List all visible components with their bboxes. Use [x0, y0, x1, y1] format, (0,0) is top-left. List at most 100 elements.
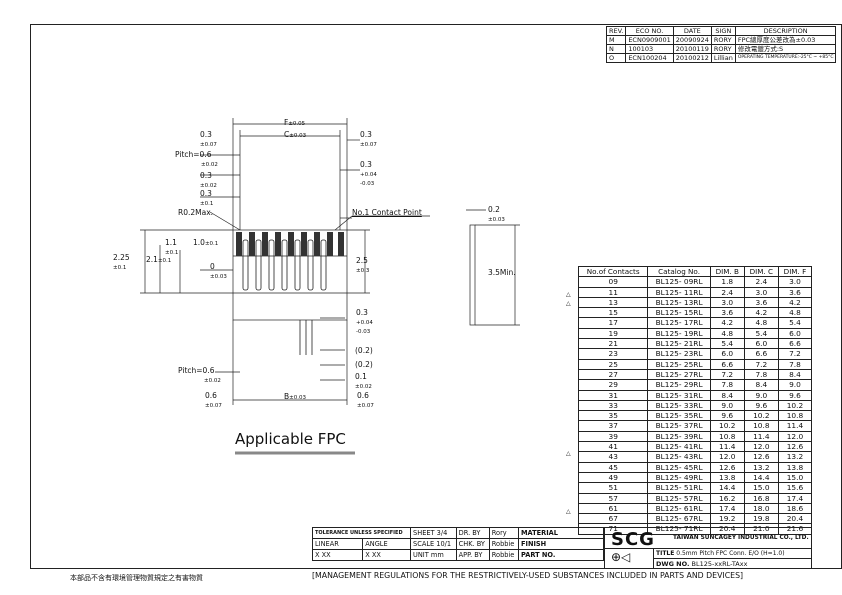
dim-table-cell: 12.6 [777, 441, 813, 453]
dim-table-cell: 9.6 [743, 399, 779, 412]
dim-table-cell: 15.0 [743, 482, 779, 494]
dim-table-cell: 4.2 [743, 307, 779, 319]
dim-03c: 0.3±0.1 [200, 189, 214, 207]
dim-table-cell: 14.4 [709, 482, 745, 494]
dim-table-cell: 33 [577, 399, 649, 412]
rev-cell: O [605, 53, 627, 63]
sign-header: SIGN [710, 26, 736, 36]
dim-table-cell: 9.0 [709, 399, 745, 412]
dim-table-cell: 8.4 [743, 379, 779, 391]
dim-table-cell: 7.2 [743, 358, 779, 370]
dim-table-cell: 10.8 [777, 410, 813, 422]
sign-cell: Lillian [710, 53, 736, 63]
date-cell: 20100212 [672, 53, 712, 63]
dim-table-cell: 15.0 [777, 471, 813, 484]
dim-table-cell: BL125- 19RL [647, 327, 711, 340]
scg-logo: SCG [611, 529, 655, 550]
dim-table-cell: 57 [577, 492, 649, 504]
dim-table-cell: 12.0 [709, 451, 745, 463]
dim-table-cell: 19.2 [709, 513, 745, 525]
app-value: Robbie [488, 549, 520, 561]
rev-cell: M [605, 35, 627, 45]
dim-table-cell: 7.2 [709, 368, 745, 381]
dim-table-cell: 29 [577, 379, 649, 391]
dim-table-cell: 4.2 [777, 296, 813, 309]
dim-table-cell: BL125- 51RL [647, 482, 711, 494]
dim-table-cell: 10.2 [743, 410, 779, 422]
dim-table-cell: 6.6 [743, 348, 779, 360]
unit-cell: UNIT mm [410, 549, 457, 561]
dim-table-cell: 21 [577, 338, 649, 350]
dim-table-cell: 10.2 [709, 420, 745, 432]
eco-cell: 100103 [625, 44, 674, 54]
dim-p02b: (0.2) [355, 360, 373, 369]
dim-table-cell: BL125- 21RL [647, 338, 711, 350]
dim-11: 1.1±0.1 [165, 238, 179, 256]
rev-header: REV. [605, 26, 627, 36]
description-cell: 修改電鍍方式:S [734, 44, 837, 54]
dim-f-header: DIM. F [777, 265, 813, 278]
dim-table-cell: 3.6 [777, 286, 813, 298]
dim-table-cell: 14.4 [743, 471, 779, 484]
dim-table-cell: 17.4 [777, 492, 813, 504]
chk-value: Robbie [488, 538, 520, 550]
dim-table-cell: 6.0 [777, 327, 813, 340]
dim-table-cell: 3.0 [777, 276, 813, 288]
dim-06r: 0.6±0.07 [357, 391, 374, 409]
dim-table-cell: BL125- 13RL [647, 296, 711, 309]
dim-table-cell: 6.0 [743, 338, 779, 350]
dim-side02: 0.2±0.03 [488, 205, 505, 223]
dim-table-cell: 6.6 [777, 338, 813, 350]
dim-table-cell: 13 [577, 296, 649, 309]
dim-table-cell: 18.6 [777, 502, 813, 515]
scale-cell: SCALE 10/1 [410, 538, 457, 550]
dim-table-cell: BL125- 71RL [647, 523, 711, 535]
dim-table-cell: BL125- 29RL [647, 379, 711, 391]
dim-table-cell: 16.8 [743, 492, 779, 504]
dim-c: C±0.03 [284, 130, 307, 139]
applicable-fpc-title: Applicable FPC [235, 430, 346, 448]
dim-table-cell: 09 [577, 276, 649, 288]
company-name: TAIWAN SUNCAGEY INDUSTRIAL CO., LTD. [673, 535, 809, 541]
dim-21: 2.1±0.1 [146, 255, 172, 264]
finish-label: FINISH [518, 538, 604, 550]
dim-table-cell: 13.8 [709, 471, 745, 484]
dim-table-cell: 23 [577, 348, 649, 360]
description-cell: OPERATING TEMPERATURE:-25°C ~ +85°C [734, 53, 837, 63]
dim-table-cell: 7.2 [777, 348, 813, 360]
dim-table-cell: BL125- 33RL [647, 399, 711, 412]
date-cell: 20100119 [672, 44, 712, 54]
dim-table-cell: 11.4 [743, 430, 779, 443]
chk-label: CHK. BY [455, 538, 490, 550]
dim-c-header: DIM. C [743, 265, 779, 278]
dim-pitch: Pitch=0.6±0.02 [175, 150, 218, 168]
projection-icon: ⊕◁ [611, 550, 631, 564]
dim-table-cell: 7.8 [709, 379, 745, 391]
dr-value: Rory [488, 527, 520, 539]
dim-table-cell: 45 [577, 461, 649, 473]
dim-table-cell: BL125- 49RL [647, 471, 711, 484]
catalog-header: Catalog No. [647, 265, 711, 278]
dim-table-cell: 6.6 [709, 358, 745, 370]
eco-header: ECO NO. [625, 26, 674, 36]
dim-table-cell: 6.0 [709, 348, 745, 360]
dim-table-cell: 2.4 [743, 276, 779, 288]
dim-table-cell: 49 [577, 471, 649, 484]
dim-table-cell: 15.6 [777, 482, 813, 494]
dim-table-cell: 18.0 [743, 502, 779, 515]
dim-table-cell: 4.8 [709, 327, 745, 340]
dim-0: 0±0.03 [210, 262, 227, 280]
dim-table-cell: 67 [577, 513, 649, 525]
dim-table-cell: BL125- 09RL [647, 276, 711, 288]
dim-table-cell: 10.8 [743, 420, 779, 432]
